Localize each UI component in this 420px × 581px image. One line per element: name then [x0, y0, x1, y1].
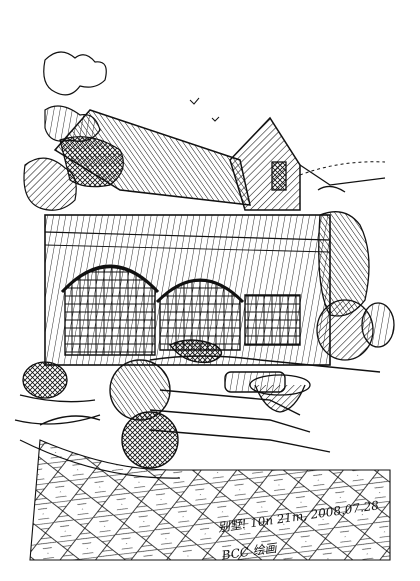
arched-windows [60, 264, 301, 356]
paved-courtyard [19, 439, 391, 561]
planter-urn [249, 374, 311, 413]
tree-canopy [23, 51, 124, 211]
low-wall [14, 394, 101, 425]
left-shrub [22, 361, 68, 399]
signature-line1: 别墅! 10n 21m, 2008.07.28 [216, 498, 380, 535]
roof [53, 109, 386, 211]
right-shrubs [316, 185, 395, 361]
topiary-bushes [39, 359, 179, 469]
bird-marks [189, 97, 220, 122]
